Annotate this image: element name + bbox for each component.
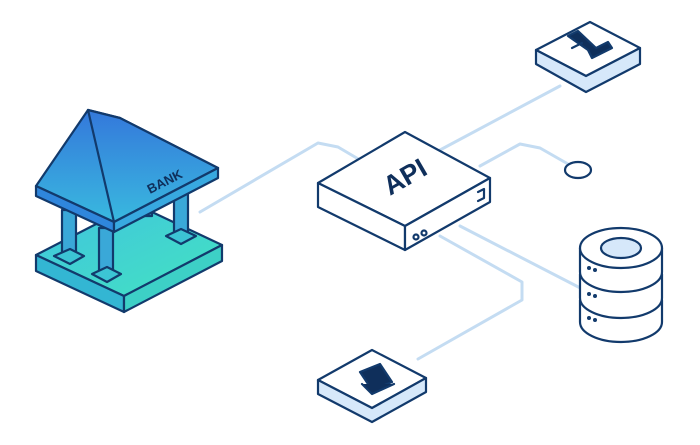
database-icon <box>578 226 664 344</box>
ethereum-tile-side <box>316 376 428 424</box>
endpoint-circle-icon <box>563 160 593 180</box>
api-box: API <box>316 130 492 252</box>
connector-api-endpoint <box>478 142 570 168</box>
lambda-logo-icon <box>566 29 614 60</box>
bank-base-right <box>122 243 224 314</box>
bank-building: BANK <box>34 108 224 314</box>
lambda-tile-side <box>534 46 642 94</box>
connector-api-top-tile <box>438 84 562 152</box>
bank-roof-right-eave <box>112 166 220 234</box>
api-led-1 <box>412 233 420 241</box>
bank-roof-ridge <box>86 108 116 224</box>
ethereum-tile <box>316 348 428 424</box>
connector-api-ethereum <box>416 234 524 361</box>
api-led-2 <box>420 229 428 237</box>
api-port <box>476 187 486 203</box>
connectors <box>198 84 592 361</box>
connector-api-database <box>458 224 592 295</box>
connector-bank-api <box>198 141 362 214</box>
lambda-tile <box>534 20 642 94</box>
